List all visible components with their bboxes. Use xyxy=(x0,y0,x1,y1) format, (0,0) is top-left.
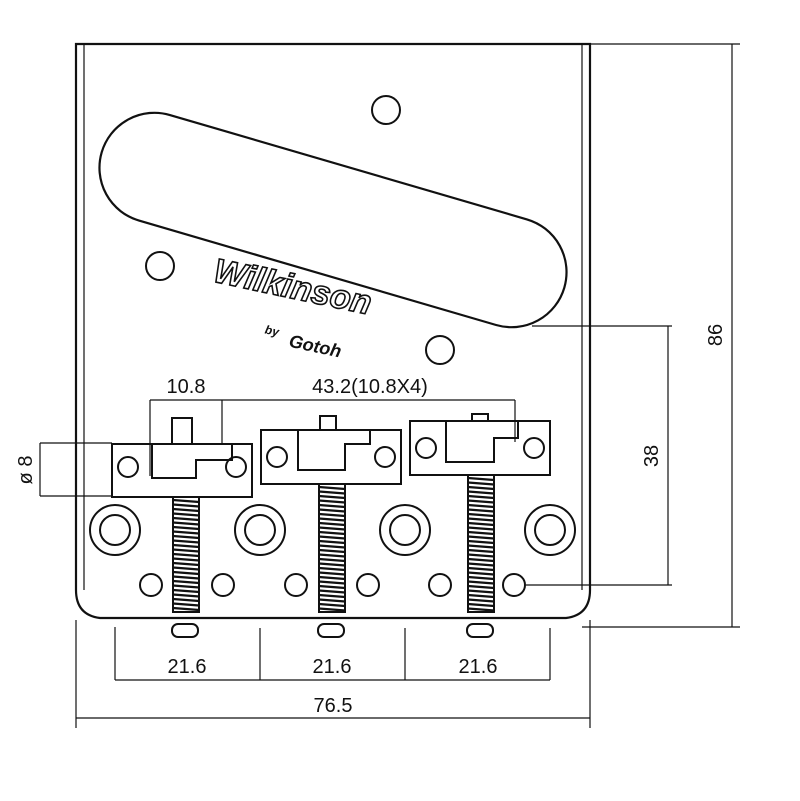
dim-screw-spacing-3: 21.6 xyxy=(459,656,498,678)
saddle-1 xyxy=(111,417,253,498)
string-hole-1 xyxy=(139,573,163,597)
pickup-mount-hole-right xyxy=(425,335,455,365)
dim-saddle-span: 43.2(10.8X4) xyxy=(312,376,428,398)
logo-by: by xyxy=(264,323,282,340)
string-hole-4 xyxy=(356,573,380,597)
dim-total-width: 76.5 xyxy=(314,695,353,717)
pickup-mount-hole-top xyxy=(371,95,401,125)
string-hole-2 xyxy=(211,573,235,597)
dim-hole-diameter: ø 8 xyxy=(15,456,37,485)
string-hole-3 xyxy=(284,573,308,597)
saddle-3 xyxy=(409,413,551,476)
dim-total-height: 86 xyxy=(705,324,727,346)
screw-slot-1 xyxy=(171,623,199,638)
logo-brand: Wilkinson xyxy=(210,252,375,322)
mounting-hole-4 xyxy=(524,504,576,556)
dim-saddle-offset: 10.8 xyxy=(167,376,206,398)
dimension-lines xyxy=(39,43,740,728)
intonation-spring-2 xyxy=(318,483,346,613)
dim-pickup-to-screw: 38 xyxy=(641,445,663,467)
screw-slot-3 xyxy=(466,623,494,638)
string-hole-5 xyxy=(428,573,452,597)
saddle-2 xyxy=(260,415,402,485)
logo-maker: Gotoh xyxy=(287,331,343,362)
intonation-spring-3 xyxy=(467,474,495,613)
pickup-cavity xyxy=(98,111,568,329)
dim-screw-spacing-1: 21.6 xyxy=(168,656,207,678)
mounting-hole-1 xyxy=(89,504,141,556)
mounting-hole-2 xyxy=(234,504,286,556)
string-hole-6 xyxy=(502,573,526,597)
screw-slot-2 xyxy=(317,623,345,638)
pickup-mount-hole-left xyxy=(145,251,175,281)
intonation-spring-1 xyxy=(172,496,200,613)
mounting-hole-3 xyxy=(379,504,431,556)
wilkinson-logo: Wilkinson by Gotoh xyxy=(210,251,376,362)
bridge-plate xyxy=(74,42,592,620)
dim-screw-spacing-2: 21.6 xyxy=(313,656,352,678)
